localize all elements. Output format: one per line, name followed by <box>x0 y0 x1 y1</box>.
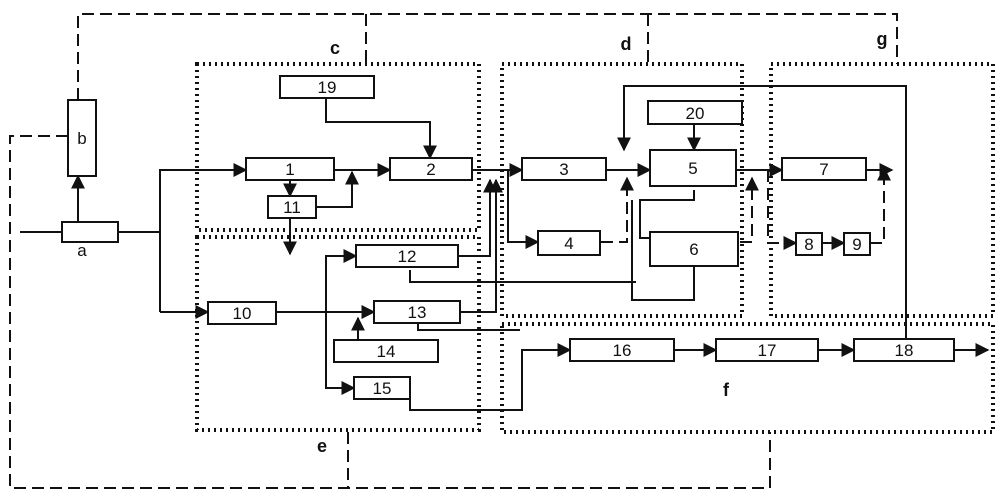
unit-8-label: 8 <box>804 235 813 254</box>
flow-12-up <box>458 178 497 257</box>
unit-15-box <box>353 376 411 400</box>
zone-c-boundary <box>195 62 481 232</box>
unit-10-label: 10 <box>233 304 252 323</box>
unit-11-box <box>267 195 317 219</box>
unit-14-label: 14 <box>377 342 396 361</box>
flow-15-to-16 <box>409 343 572 411</box>
zone-g-boundary <box>769 62 995 318</box>
unit-18-box <box>853 338 955 362</box>
unit-16-label: 16 <box>613 341 632 360</box>
flow-12-bottom <box>409 270 636 283</box>
unit-13-label: 13 <box>408 303 427 322</box>
unit-19-label: 19 <box>318 78 337 97</box>
control-line-bottom <box>9 135 771 489</box>
unit-14-box <box>333 339 439 363</box>
unit-2-box <box>389 157 473 181</box>
flow-11-to-1 <box>316 170 359 208</box>
zone-c-label: c <box>330 38 340 58</box>
flow-to-15 <box>325 312 356 395</box>
unit-7-label: 7 <box>819 160 828 179</box>
unit-17-label: 17 <box>758 341 777 360</box>
unit-b-box <box>67 99 97 177</box>
unit-1-label: 1 <box>285 160 294 179</box>
unit-a-label: a <box>77 241 87 260</box>
dashed-to-8 <box>767 170 798 250</box>
unit-4-label: 4 <box>564 234 573 253</box>
zone-e-label: e <box>317 436 327 456</box>
unit-15-label: 15 <box>373 379 392 398</box>
flow-13-up <box>460 178 503 313</box>
unit-a-box <box>61 221 119 243</box>
unit-17-box <box>715 338 819 362</box>
unit-12-box <box>355 244 459 268</box>
unit-2-label: 2 <box>426 160 435 179</box>
dashed-4-to-5 <box>601 176 634 243</box>
flow-19-to-2 <box>325 98 437 160</box>
unit-11-label: 11 <box>283 198 301 217</box>
unit-9-box <box>843 232 871 256</box>
dashed-9-to-out <box>870 166 891 244</box>
unit-3-label: 3 <box>559 160 568 179</box>
unit-6-box <box>649 231 739 267</box>
zone-f-label: f <box>723 380 730 400</box>
flow-13-bottom <box>417 324 520 331</box>
flow-6-return <box>631 200 695 301</box>
unit-4-box <box>537 230 601 256</box>
unit-20-box <box>647 100 743 125</box>
unit-20-label: 20 <box>686 104 705 123</box>
flow-18-recycle <box>617 85 907 350</box>
flow-5-to-6 <box>639 190 695 239</box>
zone-e-boundary <box>195 235 481 432</box>
unit-18-label: 18 <box>895 341 914 360</box>
unit-5-box <box>649 149 737 187</box>
control-line-top <box>77 13 898 100</box>
flow-to-4 <box>507 170 540 249</box>
flow-to-1 <box>159 163 248 312</box>
unit-13-box <box>373 300 461 324</box>
unit-7-box <box>781 157 867 181</box>
flow-to-12 <box>325 249 358 312</box>
unit-16-box <box>569 338 675 362</box>
unit-6-label: 6 <box>689 240 698 259</box>
unit-19-box <box>279 75 375 99</box>
dashed-6-to-7 <box>740 176 759 243</box>
unit-10-box <box>207 301 277 325</box>
unit-8-box <box>795 232 823 256</box>
unit-b-label: b <box>77 129 86 148</box>
unit-9-label: 9 <box>852 235 861 254</box>
unit-5-label: 5 <box>688 159 697 178</box>
unit-1-box <box>245 157 335 181</box>
unit-12-label: 12 <box>398 247 417 266</box>
zone-d-label: d <box>621 34 632 54</box>
zone-g-label: g <box>877 29 888 49</box>
unit-3-box <box>521 157 607 181</box>
